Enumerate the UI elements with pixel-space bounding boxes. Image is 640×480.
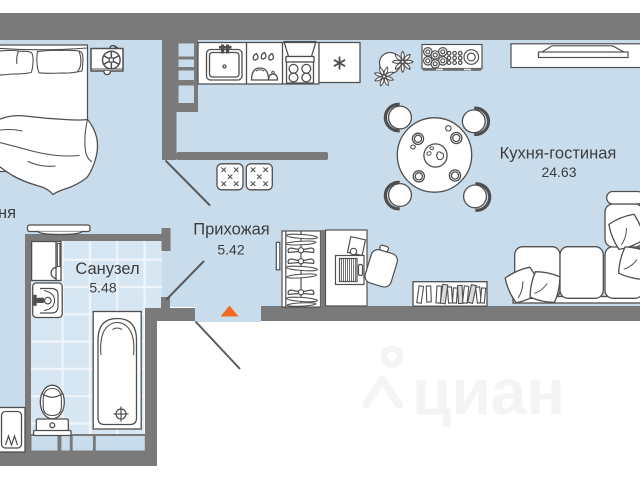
svg-text:ня: ня bbox=[0, 204, 16, 222]
svg-text:5.42: 5.42 bbox=[217, 242, 244, 258]
svg-text:5.48: 5.48 bbox=[89, 280, 116, 296]
svg-text:Кухня-гостиная: Кухня-гостиная bbox=[500, 145, 617, 163]
svg-text:Санузел: Санузел bbox=[75, 260, 139, 278]
svg-text:циан: циан bbox=[412, 356, 565, 428]
svg-text:24.63: 24.63 bbox=[541, 164, 576, 180]
svg-text:Прихожая: Прихожая bbox=[193, 221, 269, 239]
